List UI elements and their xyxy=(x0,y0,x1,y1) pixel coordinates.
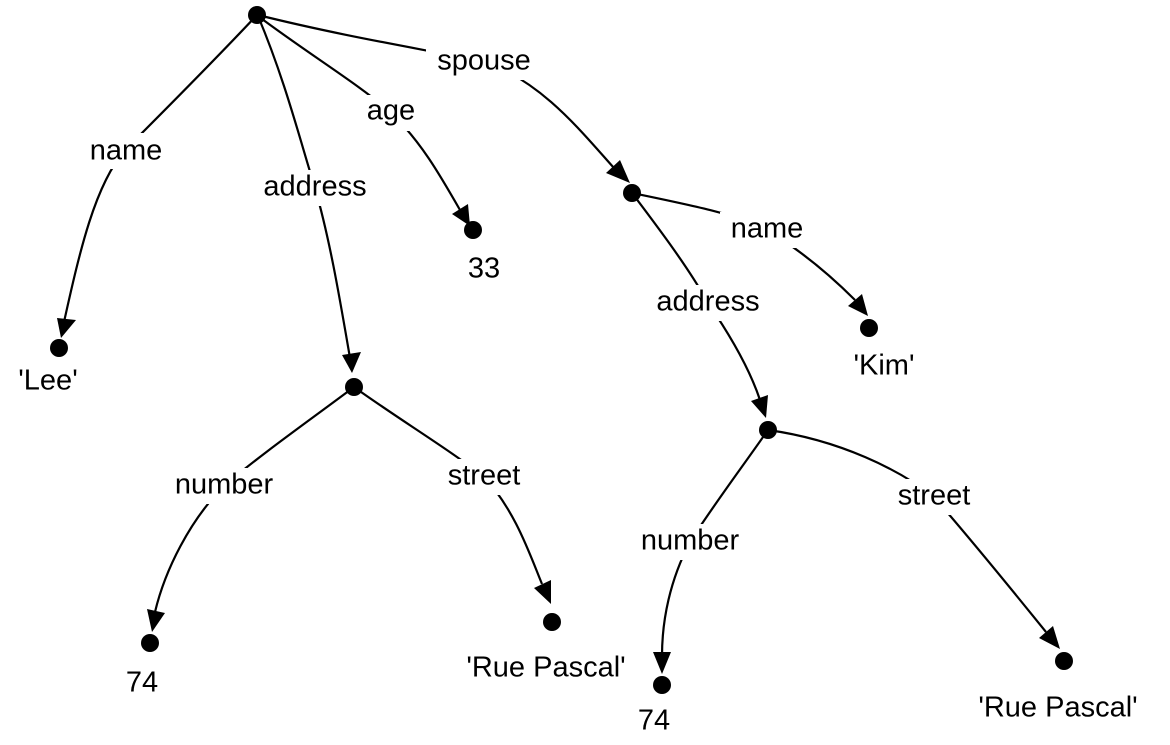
edge-label-root-name: name xyxy=(90,135,163,167)
edge-root-name-arrow xyxy=(57,318,76,338)
node-spouse-addr-number-value xyxy=(653,676,671,694)
edge-spouse-address-arrow xyxy=(751,395,768,418)
node-spouse xyxy=(623,184,641,202)
node-spouse-name-value xyxy=(860,319,878,337)
edge-root-spouse xyxy=(257,13,615,169)
edge-spouse-addr-number-arrow xyxy=(653,652,671,674)
edge-labels: name address age spouse number street na… xyxy=(80,44,982,560)
node-spouse-address xyxy=(759,421,777,439)
edge-label-spouse-addr-number: number xyxy=(641,525,740,557)
value-labels: 'Lee' 33 74 'Rue Pascal' 'Kim' 74 'Rue P… xyxy=(18,253,1137,737)
edge-label-root-age: age xyxy=(367,95,415,127)
node-address xyxy=(345,378,363,396)
edges xyxy=(57,13,1060,674)
edge-addr-street-arrow xyxy=(534,580,551,604)
node-age-value xyxy=(464,221,482,239)
edge-label-spouse-addr-street: street xyxy=(898,480,971,512)
edge-addr-number-arrow xyxy=(147,609,165,632)
edge-spouse-name-arrow xyxy=(848,294,868,316)
nodes xyxy=(50,6,1073,694)
edge-root-address-arrow xyxy=(342,352,361,373)
node-name-value xyxy=(50,339,68,357)
node-addr-number-value xyxy=(141,634,159,652)
edge-label-addr-number: number xyxy=(175,469,274,501)
edge-root-spouse-arrow xyxy=(606,160,630,183)
node-addr-street-value xyxy=(543,613,561,631)
value-root-age: 33 xyxy=(468,253,500,285)
value-spouse-addr-number: 74 xyxy=(638,705,670,737)
edge-spouse-addr-street xyxy=(767,428,1047,633)
value-spouse-name: 'Kim' xyxy=(853,350,914,382)
value-addr-number: 74 xyxy=(126,667,158,699)
node-root xyxy=(248,6,266,24)
edge-label-root-address: address xyxy=(263,171,366,203)
edge-spouse-addr-street-arrow xyxy=(1039,626,1060,649)
node-spouse-addr-street-value xyxy=(1055,652,1073,670)
value-spouse-addr-street: 'Rue Pascal' xyxy=(978,692,1137,724)
value-addr-street: 'Rue Pascal' xyxy=(466,652,625,684)
edge-label-spouse-name: name xyxy=(731,213,804,245)
edge-root-age-arrow xyxy=(452,204,470,226)
edge-label-addr-street: street xyxy=(448,460,521,492)
value-root-name: 'Lee' xyxy=(18,365,77,397)
edge-label-root-spouse: spouse xyxy=(437,45,531,77)
edge-label-spouse-address: address xyxy=(656,286,759,318)
